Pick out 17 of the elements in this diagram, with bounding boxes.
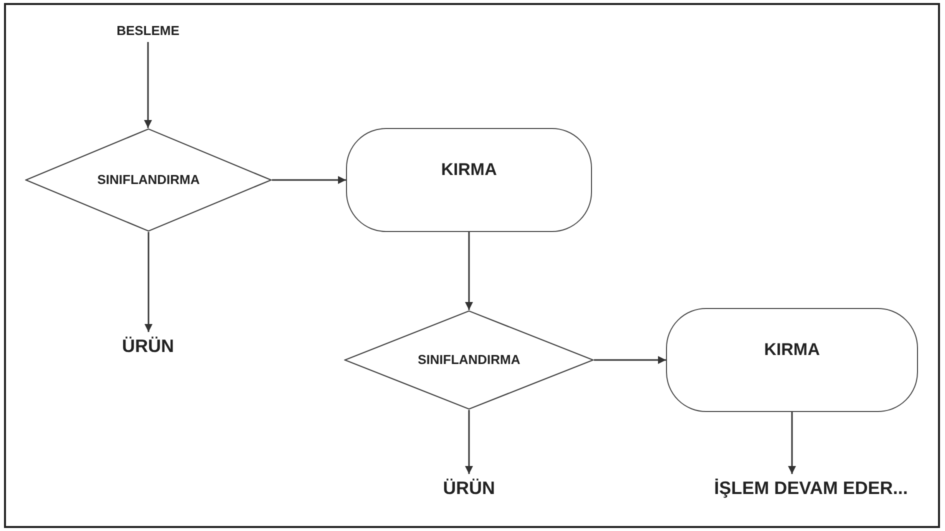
output-label: ÜRÜN [122, 334, 174, 358]
process-label: KIRMA [441, 159, 497, 181]
input-label: BESLEME [116, 22, 180, 40]
arrow [144, 232, 152, 332]
arrow [272, 176, 346, 184]
process-box [666, 308, 918, 412]
arrow [594, 356, 666, 364]
output-label: ÜRÜN [443, 476, 495, 500]
process-box [346, 128, 592, 232]
process-label: KIRMA [764, 339, 820, 361]
arrow [465, 410, 473, 474]
arrow [788, 412, 796, 474]
diamond-label: SINIFLANDIRMA [418, 351, 520, 370]
output-label: İŞLEM DEVAM EDER... [714, 476, 908, 500]
arrow [465, 232, 473, 310]
arrow [144, 42, 152, 128]
diamond-label: SINIFLANDIRMA [97, 171, 200, 190]
